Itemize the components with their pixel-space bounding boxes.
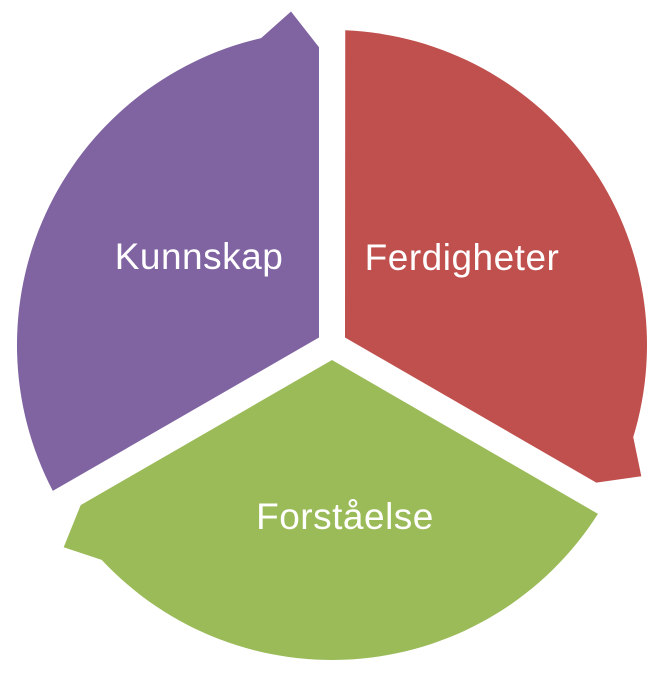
- cycle-diagram-canvas: [16, 0, 667, 678]
- cycle-diagram: Kunnskap Ferdigheter Forståelse: [16, 0, 667, 678]
